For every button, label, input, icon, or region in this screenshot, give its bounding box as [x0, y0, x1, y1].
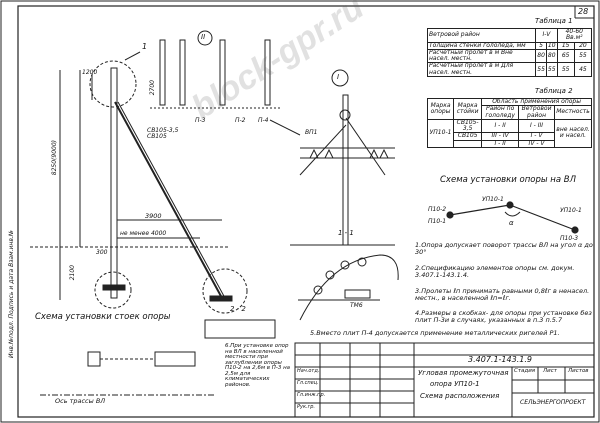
sections	[204, 244, 399, 339]
table1-cell: 55	[535, 62, 547, 78]
table2-locality: вне насел. и насел.	[554, 118, 592, 149]
table1-cell: 55	[545, 62, 558, 78]
line-scheme	[446, 201, 579, 234]
table2: Марка опоры Марка стойки Область примене…	[426, 97, 592, 149]
note-1: 1.Опора допускает поворот трассы ВЛ на у…	[415, 241, 593, 256]
table1-cell: 80	[535, 48, 547, 64]
table1-header-0: Ветровой район	[426, 28, 537, 43]
label-dim-1200: 1200	[82, 69, 98, 76]
install-scheme-title: Схема установки стоек опоры	[35, 312, 171, 322]
title-name-2: опора УП10-1	[430, 380, 480, 388]
doc-code: 3.407.1-143.1.9	[468, 355, 532, 364]
note-2: 2.Спецификацию элементов опоры см. докум…	[415, 264, 575, 279]
label-not-less: не менее 4000	[120, 230, 167, 237]
label-roman2: II	[201, 33, 206, 41]
label-p4: П-4	[258, 117, 269, 124]
label-tm6: ТМ6	[350, 302, 363, 309]
table2-cell: I - III	[518, 118, 555, 134]
label-dim-3900: 3900	[145, 212, 162, 220]
table2-subheader: Ветровой район	[518, 105, 555, 120]
role-0: Нач.отд.	[297, 368, 320, 374]
table1-cell: 15	[556, 41, 575, 50]
table1-title: Таблица 1	[535, 17, 573, 25]
label-dim-300: 300	[96, 249, 108, 256]
table1-header-2: 40-60 Вв.м²	[556, 28, 593, 43]
label-p3: П-3	[195, 117, 206, 124]
label-dim-8250: 8250(9000)	[51, 140, 58, 176]
table1-cell: 20	[573, 41, 593, 50]
label-up10-1-b: УП10-1	[560, 207, 582, 214]
label-alpha: α	[509, 219, 514, 227]
table2-cell: СВ105-3,5	[453, 118, 483, 134]
table2-header: Область применения опоры	[481, 97, 592, 107]
table1-cell: 55	[573, 48, 593, 64]
table2-support: УП10-1	[426, 118, 455, 149]
table1-cell: Расчетный пролет в м Для насел. местн.	[426, 62, 537, 78]
table1: Ветровой район I-V 40-60 Вв.м² Толщина с…	[426, 28, 593, 78]
main-support-elevation	[30, 51, 248, 314]
side-stamp-text: Инв.№подл. Подпись и дата Взам.инв.№	[8, 229, 15, 358]
table2-header: Марка опоры	[426, 98, 455, 120]
table1-cell: 10	[545, 41, 558, 50]
table2-cell	[453, 139, 483, 149]
label-up10-1-a: УП10-1	[482, 196, 504, 203]
label-roman1: I	[337, 73, 340, 81]
detail-poles	[150, 30, 301, 136]
table1-cell: Толщина стенки гололеда, мм	[426, 41, 537, 50]
table1-cell: 65	[556, 48, 575, 64]
table1-cell: 5	[535, 41, 547, 50]
label-dim-2100: 2100	[69, 265, 76, 281]
stage-header: Стадия	[514, 368, 536, 374]
organization: СЕЛЬЭНЕРГОПРОЕКТ	[520, 399, 586, 406]
table1-cell: 55	[556, 62, 575, 78]
label-sec11: 1 - 1	[338, 229, 354, 237]
role-3: Рук.гр.	[297, 404, 315, 410]
note-6: 6.При установке опор на ВЛ в населенной …	[225, 343, 291, 388]
label-sec22: 2 - 2	[230, 305, 246, 313]
table1-cell: Расчетный пролет в м Вне насел. местн.	[426, 48, 537, 64]
page-number: 28	[578, 7, 589, 16]
sheet-header: Лист	[543, 368, 557, 374]
side-stamp: Инв.№подл. Подпись и дата Взам.инв.№	[5, 8, 15, 418]
label-p2: П-2	[235, 117, 246, 124]
axis-label: Ось трассы ВЛ	[55, 397, 106, 405]
note-4: 4.Размеры в скобках- для опоры при устан…	[415, 309, 592, 324]
bottom-scheme	[40, 351, 215, 396]
label-sec1: 1	[142, 42, 148, 51]
table1-cell: 45	[573, 62, 593, 78]
table2-title: Таблица 2	[535, 87, 573, 95]
detail-I	[299, 69, 395, 246]
label-cb: СВ105-3,5 СВ105	[147, 127, 179, 140]
scheme-title: Схема установки опоры на ВЛ	[440, 175, 576, 185]
table2-cell: IV - V	[518, 139, 555, 149]
title-name-3: Схема расположения	[420, 392, 500, 400]
table2-header: Марка стойки	[453, 98, 483, 120]
table2-subheader: Местность	[554, 105, 592, 120]
table2-cell: I - II	[481, 139, 520, 149]
label-vsp: ВП1	[305, 129, 318, 136]
title-name-1: Угловая промежуточная	[418, 369, 509, 377]
table2-cell: I - II	[481, 118, 520, 134]
table1-cell: 80	[545, 48, 558, 64]
table2-subheader: Район по гололеду	[481, 105, 520, 120]
role-1: Гл.спец.	[297, 380, 319, 386]
label-p10-2: П10-2	[428, 206, 447, 213]
label-p10-3: П10-3	[560, 235, 579, 242]
sheets-header: Листов	[568, 368, 589, 374]
title-block-lines	[294, 342, 595, 418]
table1-header-1: I-V	[535, 28, 558, 43]
table2-cell: СВ105	[453, 132, 483, 141]
role-2: Гл.инж.пр.	[297, 392, 326, 398]
note-3: 3.Пролеты ℓп принимать равными 0,8ℓг в н…	[415, 287, 590, 302]
label-p10-1: П10-1	[428, 218, 447, 225]
label-dim-2700: 2700	[149, 80, 156, 96]
note-5: 5.Вместо плит П-4 допускается применение…	[310, 329, 560, 337]
